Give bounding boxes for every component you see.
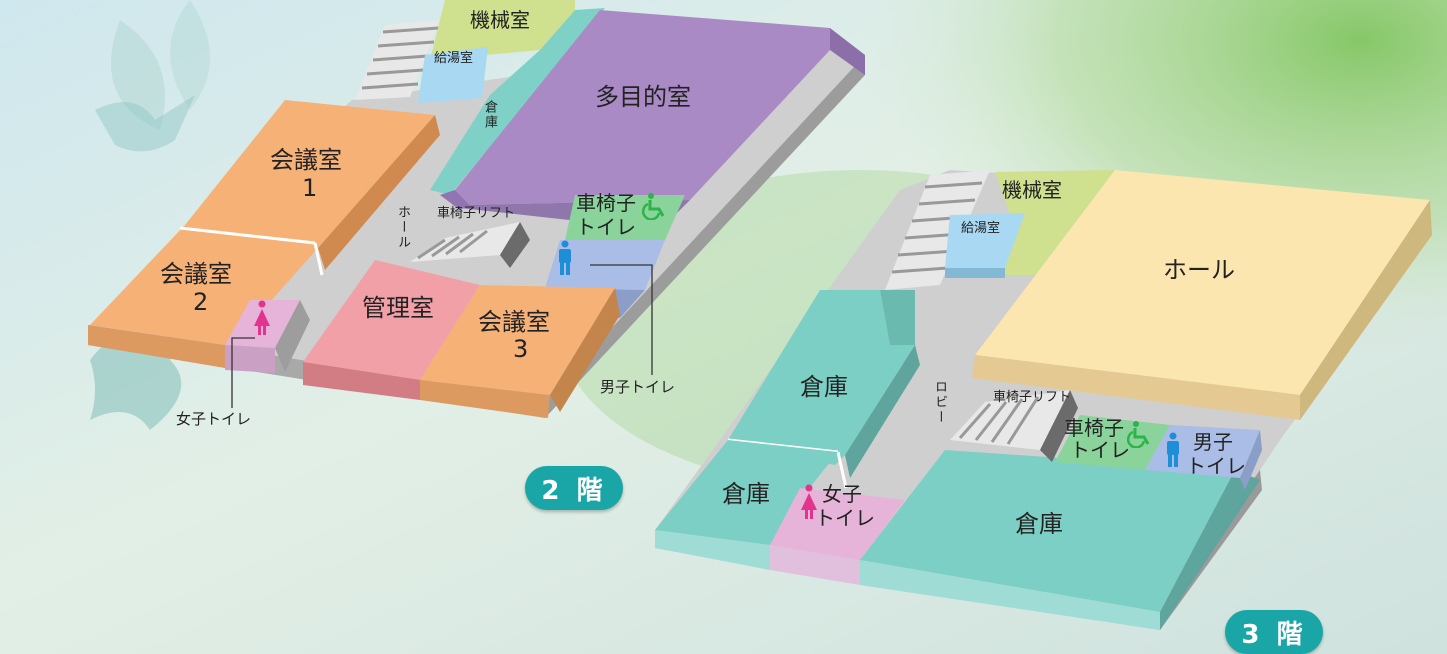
wheelchair-icon [642,193,665,220]
room-kaigi2 [90,225,318,345]
label-souko-left-3f: 倉庫 [722,480,770,508]
room-wc-3f [1055,415,1170,470]
room-wc-2f [565,195,685,240]
room-souko-left-3f [655,440,838,545]
decor-leaf [111,20,165,130]
room-kyuto-3f [945,213,1025,268]
label-women-3f-line2: トイレ [815,506,875,530]
label-kaigi3-line2: 3 [513,335,529,363]
man-icon [1167,432,1179,467]
label-kaigi1-line2: 1 [302,174,318,202]
label-souko-top-3f: 倉庫 [800,373,848,401]
label-kikai-3f: 機械室 [1002,178,1062,202]
wheelchair-icon [1127,421,1150,448]
man-icon [559,240,571,275]
label-kaigi1-line1: 会議室 [270,146,342,174]
room-hall-3f [975,170,1430,395]
wheelchair-lift-3f [950,390,1078,462]
decor-leaf [170,0,210,110]
stairs-2f-top [355,20,440,100]
room-souko-top-3f [728,290,915,465]
floor-badge-2f[interactable]: 2 階 [525,466,623,510]
room-souko-2f [430,8,605,195]
label-lift-2f: 車椅子リフト [437,206,516,221]
stairs-3f-top [885,170,990,290]
label-wc-3f-line2: トイレ [1070,438,1130,462]
label-women-2f: 女子トイレ [176,410,252,428]
label-wc-2f-line1: 車椅子 [576,191,636,215]
leader-line-women-2f [231,337,255,408]
label-kyuto-3f: 給湯室 [961,221,1001,236]
label-wc-3f-line1: 車椅子 [1064,416,1124,440]
woman-icon [801,484,817,519]
bird-icon [95,95,195,152]
label-kaigi3-line1: 会議室 [478,308,550,336]
label-kikai-2f: 機械室 [470,8,530,32]
floor-3-plan [655,170,1432,630]
label-kyuto-2f: 給湯室 [434,51,474,66]
label-wc-2f-line2: トイレ [576,215,636,239]
room-kikai-3f [995,170,1115,275]
floor-2-plan [88,0,865,418]
label-kaigi2-line2: 2 [193,288,209,316]
room-tamokuteki [455,10,830,205]
woman-icon [254,300,270,335]
label-tamokuteki: 多目的室 [595,83,691,111]
label-lift-3f: 車椅子リフト [993,390,1072,405]
label-kanri: 管理室 [362,294,434,322]
label-women-3f-line1: 女子 [822,482,862,506]
room-kikai-2f [430,0,575,60]
room-kaigi3 [420,285,615,395]
leader-line-men-2f [590,264,653,375]
room-kanri [303,260,480,380]
label-men-2f: 男子トイレ [600,378,676,396]
label-souko-2f: 倉庫 [482,100,497,130]
label-souko-right-3f: 倉庫 [1015,510,1063,538]
room-kyuto-2f [418,47,488,103]
room-kaigi1 [185,100,435,248]
label-men-3f-line2: トイレ [1186,454,1246,478]
label-men-3f-line1: 男子 [1193,430,1233,454]
label-lobby-3f: ロビー [932,380,947,425]
label-hall-2f: ホール [395,205,410,250]
label-kaigi2-line1: 会議室 [160,260,232,288]
room-souko-right-3f [860,450,1235,612]
floor-badge-3f[interactable]: 3 階 [1225,610,1323,654]
label-hall-3f: ホール [1163,256,1235,284]
wheelchair-lift-2f [410,222,530,268]
